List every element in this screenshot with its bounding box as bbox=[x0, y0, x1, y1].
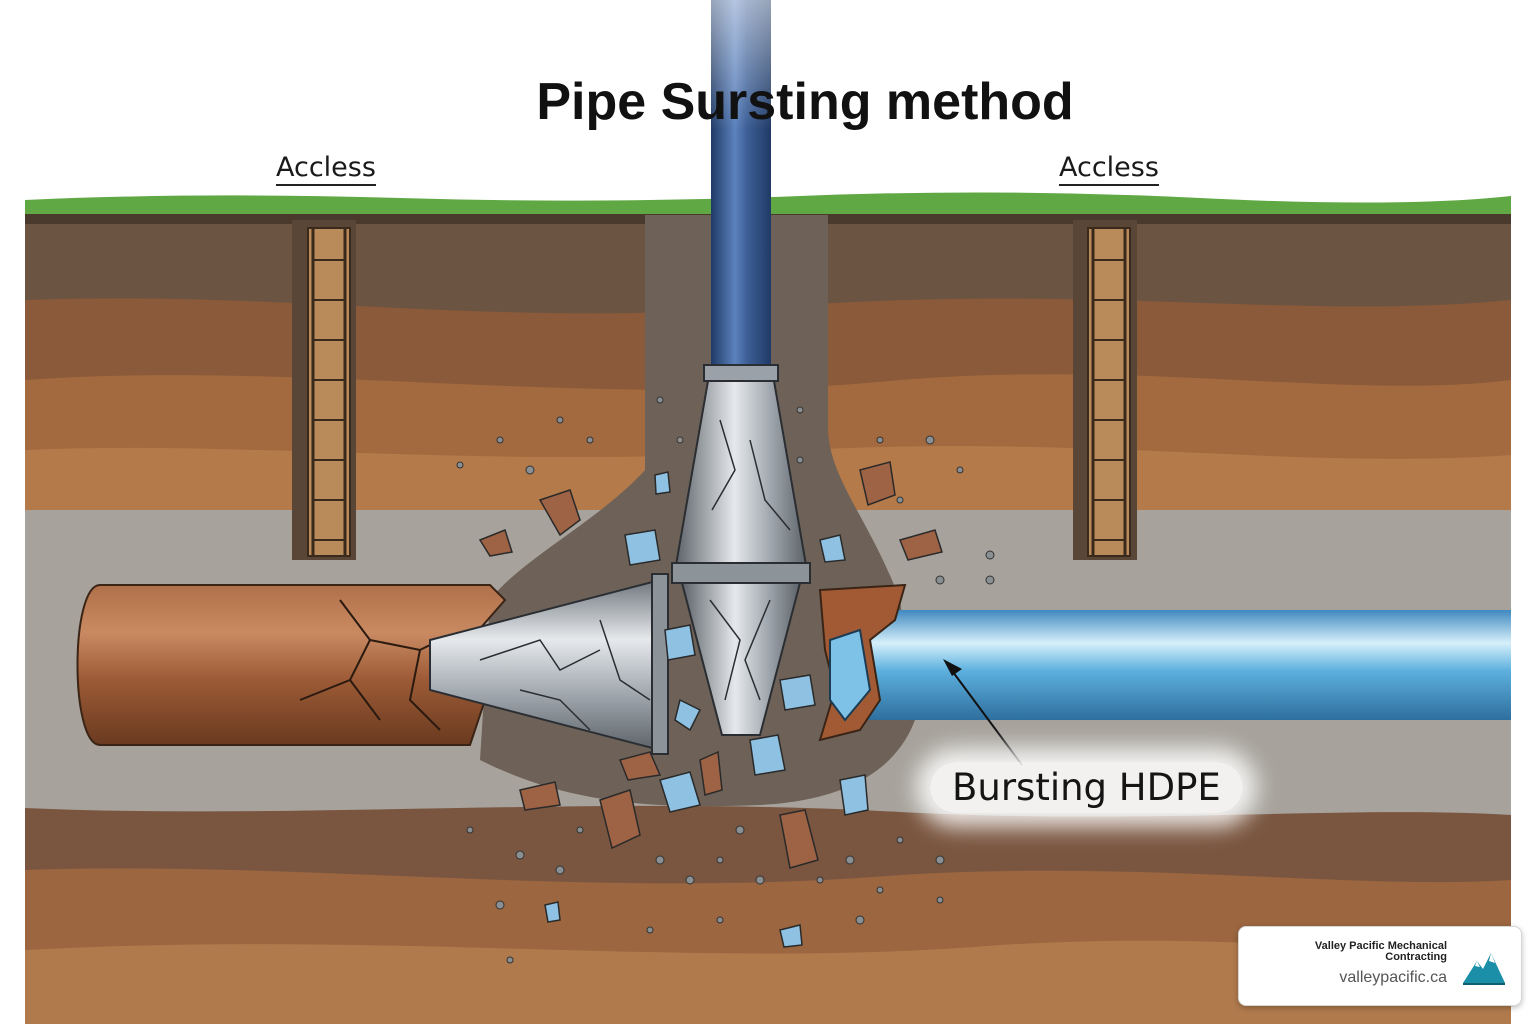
brand-badge[interactable]: Valley Pacific Mechanical Contracting va… bbox=[1238, 926, 1522, 1006]
access-label-left: Accless bbox=[276, 152, 376, 186]
brand-url[interactable]: valleypacific.ca bbox=[1339, 969, 1447, 986]
diagram-title: Pipe Sursting method bbox=[536, 73, 1074, 131]
ladder-right bbox=[1087, 227, 1131, 557]
callout-arrow bbox=[949, 667, 1023, 766]
access-label-right: Accless bbox=[1059, 152, 1159, 186]
callout-label: Bursting HDPE bbox=[930, 762, 1243, 813]
gravel-particles bbox=[456, 396, 995, 964]
brand-name: Valley Pacific Mechanical Contracting bbox=[1314, 940, 1447, 963]
mountain-logo-icon bbox=[1463, 953, 1505, 985]
head-flange bbox=[671, 562, 811, 584]
pipe-debris bbox=[478, 461, 943, 948]
ladder-left bbox=[307, 227, 351, 557]
pipe-cracks bbox=[299, 599, 441, 731]
new-hdpe-pipe bbox=[860, 610, 1511, 720]
pipe-coupling bbox=[703, 364, 779, 382]
arrowhead-icon bbox=[943, 659, 962, 676]
